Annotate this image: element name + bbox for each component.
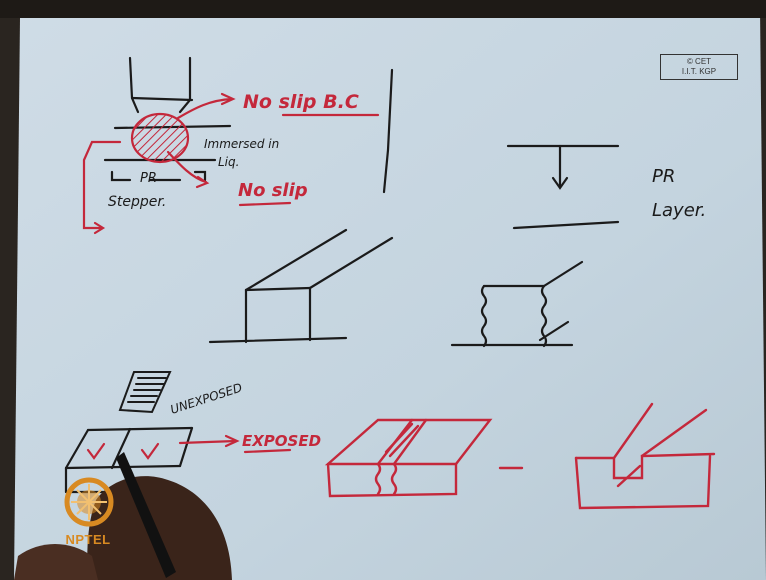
red-block-sketch xyxy=(324,418,524,498)
immersion-liquid-blob xyxy=(130,112,190,164)
wavy-wall-sketch xyxy=(450,260,584,348)
pr-layer-sketch xyxy=(506,144,620,230)
label-no-slip-bc: No slip B.C xyxy=(243,91,359,113)
label-no-slip: No slip xyxy=(238,180,308,201)
label-pr-layer-2: Layer. xyxy=(652,200,706,221)
label-liq: Liq. xyxy=(218,155,239,169)
badge-line-1: © CET xyxy=(686,57,712,66)
label-pr-small: PR xyxy=(140,171,157,186)
check-marks xyxy=(86,434,292,460)
badge-line-2: I.I.T. KGP xyxy=(681,67,717,76)
nptel-logo xyxy=(64,477,114,527)
red-arrows-top xyxy=(82,92,380,235)
cet-iit-kgp-badge: © CET I.I.T. KGP xyxy=(660,54,738,80)
mask-icon-sketch xyxy=(118,371,172,414)
divider-line xyxy=(382,68,394,194)
presenter-hand xyxy=(14,452,232,580)
trench-sketch xyxy=(574,402,716,510)
label-stepper: Stepper. xyxy=(108,194,166,210)
label-pr-layer-1: PR xyxy=(652,166,675,187)
nptel-logo-text: NPTEL xyxy=(65,532,111,547)
label-exposed: EXPOSED xyxy=(242,432,321,450)
label-immersed: Immersed in xyxy=(204,137,279,151)
wall-structure-sketch xyxy=(208,228,394,344)
